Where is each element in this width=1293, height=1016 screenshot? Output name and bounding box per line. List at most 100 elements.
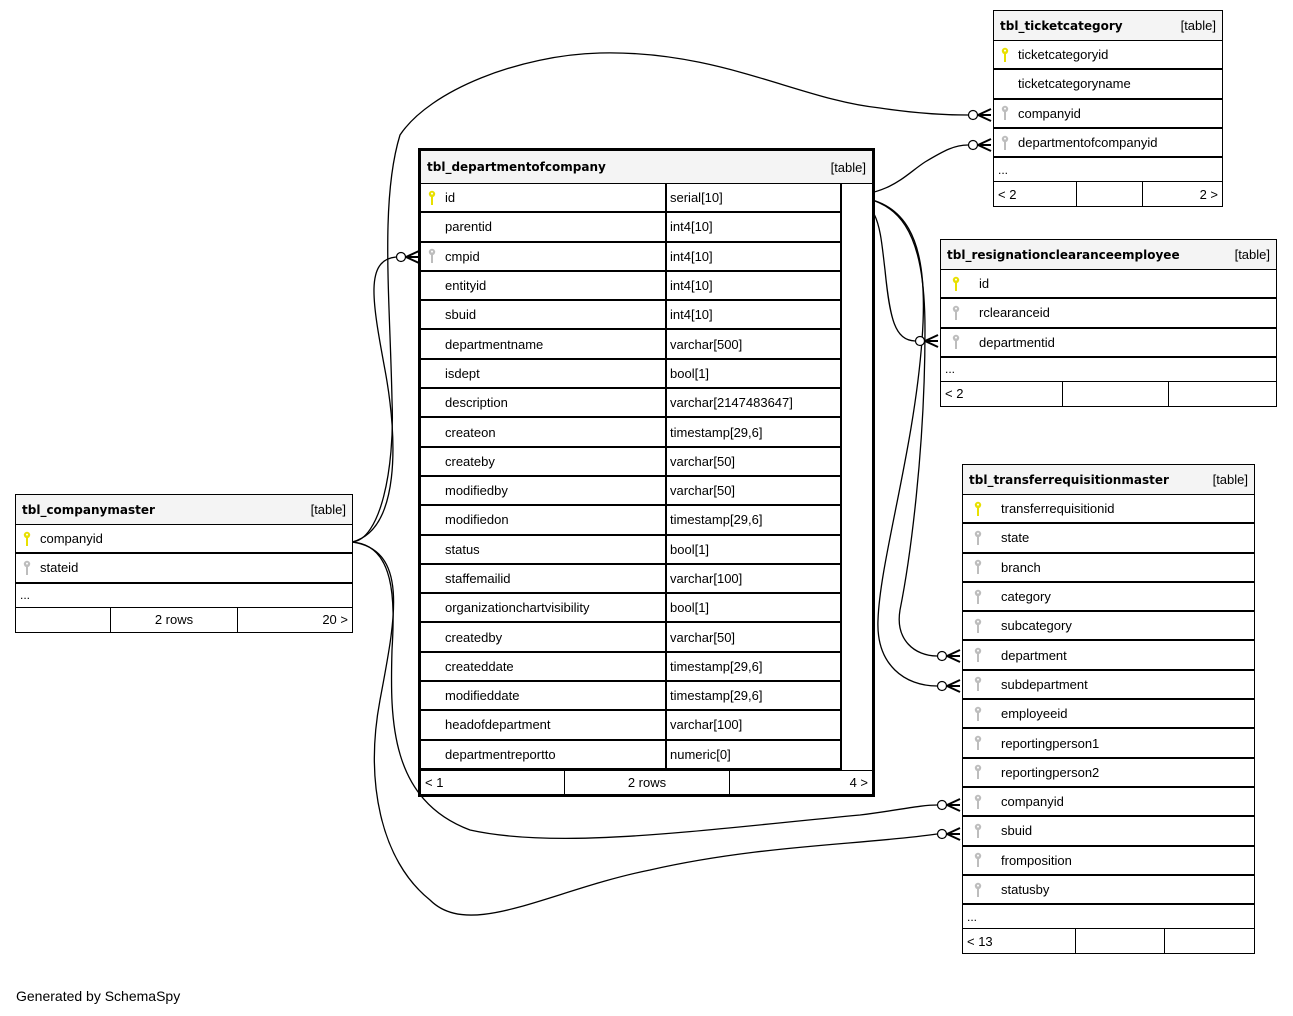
column-name[interactable]: id: [979, 276, 990, 292]
column-row[interactable]: department: [963, 641, 1254, 671]
column-row[interactable]: companyid: [16, 525, 352, 555]
column-row[interactable]: companyid: [963, 788, 1254, 818]
column-name[interactable]: createdby: [445, 629, 503, 645]
column-row[interactable]: employeeid: [963, 700, 1254, 730]
children-count[interactable]: 4 >: [729, 770, 872, 794]
table-companymaster[interactable]: tbl_companymaster [table] companyid state…: [15, 494, 353, 633]
column-name[interactable]: employeeid: [1001, 706, 1068, 722]
column-name[interactable]: transferrequisitionid: [1001, 501, 1115, 517]
parents-count[interactable]: < 13: [967, 933, 993, 949]
column-name[interactable]: companyid: [40, 531, 103, 547]
column-name[interactable]: reportingperson1: [1001, 735, 1100, 751]
column-row[interactable]: category: [963, 583, 1254, 613]
column-row[interactable]: id: [941, 270, 1276, 300]
column-name[interactable]: staffemailid: [445, 571, 511, 586]
column-name[interactable]: ticketcategoryname: [1018, 76, 1131, 92]
table-ticketcategory[interactable]: tbl_ticketcategory [table] ticketcategor…: [993, 10, 1223, 208]
column-row[interactable]: companyid: [994, 100, 1222, 129]
column-name[interactable]: modifiedby: [445, 483, 508, 499]
column-name[interactable]: state: [1001, 530, 1030, 546]
column-row[interactable]: fromposition: [963, 847, 1254, 876]
column-name[interactable]: sbuid: [1001, 823, 1033, 839]
table-header[interactable]: tbl_resignationclearanceemployee [table]: [941, 240, 1276, 270]
column-name[interactable]: organizationchartvisibility: [445, 600, 590, 616]
column-name[interactable]: createddate: [445, 658, 514, 674]
table-name[interactable]: tbl_ticketcategory: [1000, 18, 1123, 33]
children-count[interactable]: [1168, 381, 1276, 406]
column-row[interactable]: statusby: [963, 876, 1254, 906]
children-count[interactable]: 2 >: [1142, 182, 1222, 207]
column-row[interactable]: subdepartment: [963, 671, 1254, 701]
generated-by-credit[interactable]: Generated by SchemaSpy: [16, 988, 181, 1004]
column-row[interactable]: branch: [963, 554, 1254, 583]
table-name[interactable]: tbl_companymaster: [22, 502, 155, 517]
column-name[interactable]: subdepartment: [1001, 676, 1088, 692]
table-name[interactable]: tbl_transferrequisitionmaster: [969, 472, 1169, 487]
parents-count[interactable]: < 1: [425, 774, 444, 790]
column-name[interactable]: cmpid: [445, 248, 480, 264]
column-row[interactable]: rclearanceid: [941, 299, 1276, 329]
column-row[interactable]: ticketcategoryid: [994, 41, 1222, 71]
column-name[interactable]: departmentid: [979, 334, 1055, 350]
column-name[interactable]: description: [445, 395, 508, 411]
column-name[interactable]: companyid: [1018, 105, 1081, 121]
column-name[interactable]: departmentofcompanyid: [1018, 135, 1158, 151]
table-header[interactable]: tbl_companymaster [table]: [16, 495, 352, 525]
parents-count[interactable]: < 2: [945, 386, 964, 402]
table-resignationclearanceemployee[interactable]: tbl_resignationclearanceemployee [table]…: [940, 239, 1277, 407]
column-row[interactable]: transferrequisitionid: [963, 495, 1254, 525]
column-name[interactable]: createby: [445, 453, 495, 469]
table-header[interactable]: tbl_ticketcategory [table]: [994, 11, 1222, 41]
table-header[interactable]: tbl_departmentofcompany [table]: [421, 151, 872, 184]
column-name[interactable]: category: [1001, 589, 1051, 605]
column-row[interactable]: departmentofcompanyid: [994, 129, 1222, 159]
column-name[interactable]: stateid: [40, 560, 79, 576]
column-row[interactable]: stateid: [16, 554, 352, 584]
column-name[interactable]: companyid: [1001, 794, 1064, 810]
column-name[interactable]: createon: [445, 424, 496, 440]
column-name[interactable]: statusby: [1001, 882, 1050, 897]
column-row[interactable]: ticketcategoryname: [994, 70, 1222, 100]
parents-count[interactable]: [16, 608, 110, 632]
column-row[interactable]: reportingperson2: [963, 759, 1254, 788]
children-count[interactable]: [1164, 929, 1254, 954]
column-name[interactable]: reportingperson2: [1001, 764, 1100, 780]
column-name[interactable]: status: [445, 541, 480, 557]
column-name[interactable]: entityid: [445, 278, 487, 294]
column-name[interactable]: modifieddate: [445, 688, 520, 704]
parents-count[interactable]: < 2: [998, 186, 1017, 202]
column-name[interactable]: departmentreportto: [445, 746, 556, 762]
column-name[interactable]: headofdepartment: [445, 717, 551, 733]
column-name[interactable]: sbuid: [445, 307, 477, 323]
column-row[interactable]: reportingperson1: [963, 729, 1254, 759]
column-row[interactable]: subcategory: [963, 612, 1254, 642]
column-row[interactable]: sbuid: [963, 817, 1254, 847]
table-header[interactable]: tbl_transferrequisitionmaster [table]: [963, 465, 1254, 495]
table-name[interactable]: tbl_resignationclearanceemployee: [947, 247, 1180, 262]
column-name[interactable]: department: [1001, 647, 1067, 663]
column-name[interactable]: fromposition: [1001, 852, 1072, 868]
column-name[interactable]: ticketcategoryid: [1018, 47, 1109, 63]
table-transferrequisitionmaster[interactable]: tbl_transferrequisitionmaster [table] tr…: [962, 464, 1255, 955]
